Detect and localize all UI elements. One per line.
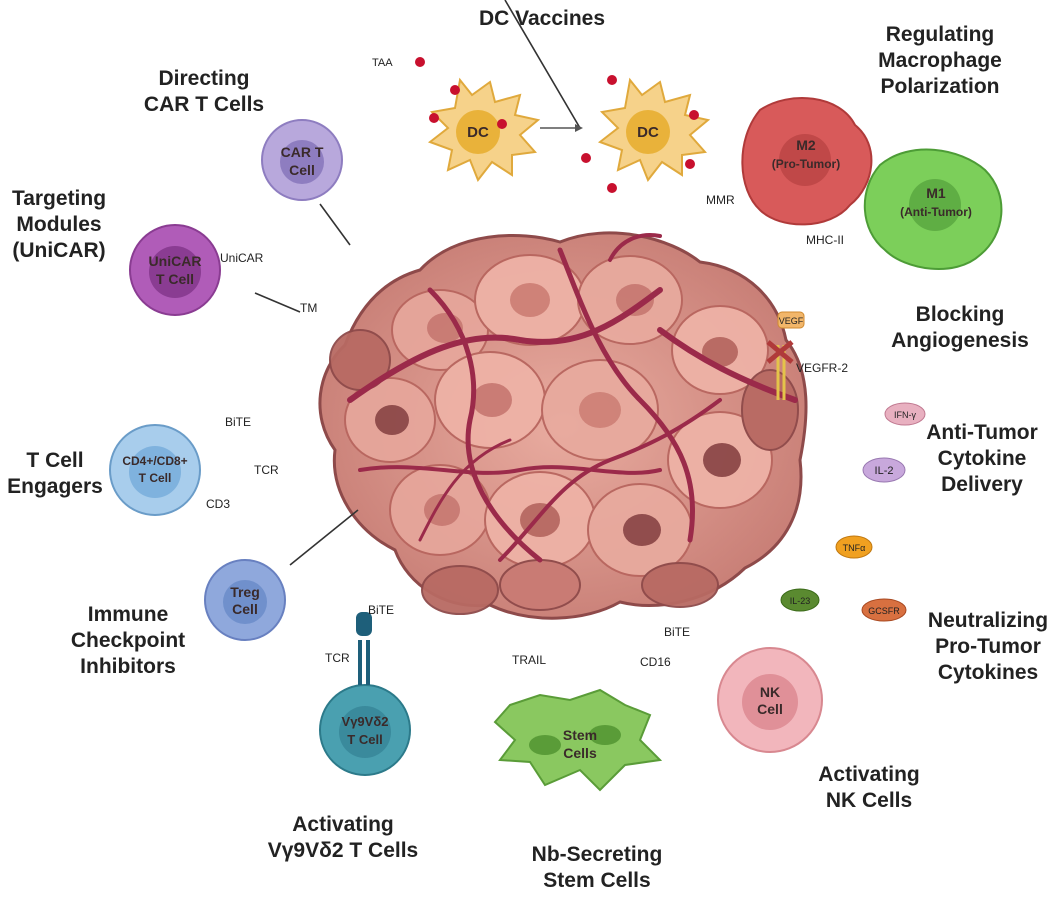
vg9vd2-receptor (356, 612, 372, 685)
taa-label: TAA (372, 57, 393, 69)
dc-cell-2: DC (597, 77, 711, 182)
title-blocking-angiogenesis: Blocking Angiogenesis (891, 303, 1029, 352)
stem-cells: Stem Cells (493, 688, 663, 792)
nk-label-line1: NK (760, 684, 780, 700)
unicar-molecule-label: UniCAR (220, 251, 264, 265)
mmr-label: MMR (706, 193, 735, 207)
stem-label-line2: Cells (563, 745, 597, 761)
treg-label-line1: Treg (230, 584, 260, 600)
blood-vessels (347, 233, 798, 563)
cd4-label-line2: T Cell (139, 471, 172, 485)
vegf-molecule: VEGF (766, 311, 805, 400)
taa-antigens (415, 57, 699, 193)
il2-label: IL-2 (875, 465, 894, 477)
title-activating-vg9vd2: Activating Vγ9Vδ2 T Cells (267, 813, 419, 862)
gcsfr-label: GCSFR (868, 606, 900, 616)
m1-label-line2: (Anti-Tumor) (900, 205, 972, 219)
car-t-label-line2: Cell (289, 162, 315, 178)
cd4-cd8-t-cell: CD4+/CD8+ T Cell (109, 424, 201, 516)
m2-label-line1: M2 (796, 137, 816, 153)
il23-label: IL-23 (790, 596, 811, 606)
nk-cell: NK Cell (717, 647, 823, 753)
treg-label-line2: Cell (232, 601, 258, 617)
cd3-label: CD3 (206, 497, 230, 511)
vegf-label: VEGF (779, 316, 804, 326)
dc-arrow (540, 124, 583, 132)
trail-label: TRAIL (512, 653, 546, 667)
vg9vd2-label-line2: T Cell (347, 732, 382, 747)
m2-label-line2: (Pro-Tumor) (772, 157, 840, 171)
title-immune-checkpoint: Immune Checkpoint Inhibitors (70, 603, 186, 678)
gcsfr-molecule: GCSFR (861, 598, 907, 622)
tnfa-molecule: TNFα (835, 535, 873, 559)
title-targeting-modules: Targeting Modules (UniCAR) (11, 187, 107, 262)
dc-cell-1: DC (427, 77, 541, 182)
bite-nk-label: BiTE (664, 625, 690, 639)
m1-label-line1: M1 (926, 185, 946, 201)
treg-cell: Treg Cell (204, 559, 286, 641)
mhc2-label: MHC-II (806, 233, 844, 247)
vg9vd2-t-cell: Vγ9Vδ2 T Cell (319, 684, 411, 776)
tcr-vg-label: TCR (325, 651, 350, 665)
title-regulating-macrophage: Regulating Macrophage Polarization (878, 23, 1002, 98)
tm-label: TM (300, 301, 317, 315)
title-t-cell-engagers: T Cell Engagers (7, 449, 103, 498)
car-t-label-line1: CAR T (281, 144, 324, 160)
vegfr2-label: VEGFR-2 (796, 361, 848, 375)
title-neutralizing: Neutralizing Pro-Tumor Cytokines (927, 609, 1049, 684)
title-directing-car: Directing CAR T Cells (143, 67, 265, 116)
il23-molecule: IL-23 (780, 588, 820, 612)
title-anti-tumor-cytokine: Anti-Tumor Cytokine Delivery (926, 421, 1038, 496)
unicar-label-line1: UniCAR (149, 253, 202, 269)
tumor-cells (329, 254, 799, 615)
unicar-label-line2: T Cell (156, 271, 194, 287)
stem-label-line1: Stem (563, 727, 597, 743)
m1-macrophage: M1 (Anti-Tumor) (863, 148, 1003, 270)
cd16-label: CD16 (640, 655, 671, 669)
tcr-t-label: TCR (254, 463, 279, 477)
vg9vd2-label-line1: Vγ9Vδ2 (342, 714, 389, 729)
cd4-label-line1: CD4+/CD8+ (122, 454, 187, 468)
unicar-t-cell: UniCAR T Cell (129, 224, 221, 316)
tumor-mass (318, 231, 808, 620)
bite-vg-label: BiTE (368, 603, 394, 617)
il2-molecule: IL-2 (862, 457, 906, 483)
car-t-cell: CAR T Cell (261, 119, 343, 201)
bite-t-label: BiTE (225, 415, 251, 429)
title-nb-secreting: Nb-Secreting Stem Cells (531, 843, 663, 892)
dc-label-2: DC (637, 124, 659, 141)
title-activating-nk: Activating NK Cells (818, 763, 920, 812)
nk-label-line2: Cell (757, 701, 783, 717)
dc-label-1: DC (467, 124, 489, 141)
connector-lines (254, 0, 581, 566)
ifng-label: IFN-γ (894, 410, 916, 420)
title-dc-vaccines: DC Vaccines (478, 7, 606, 30)
ifng-molecule: IFN-γ (884, 402, 926, 426)
m2-macrophage: M2 (Pro-Tumor) (741, 97, 873, 226)
tnfa-label: TNFα (843, 543, 866, 553)
